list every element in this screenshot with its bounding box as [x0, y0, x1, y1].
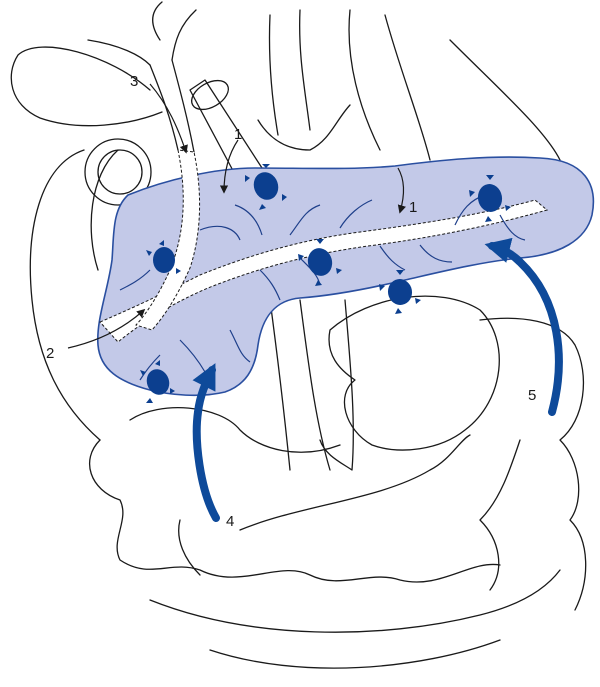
intestine-fold: [130, 408, 340, 453]
duodenum-outline: [30, 150, 100, 440]
left-organs: [349, 10, 430, 160]
kidney-outline: [329, 296, 499, 450]
intestine-lower-2: [179, 435, 470, 575]
intestine-right-inner: [480, 440, 520, 590]
blue-arrow-5: [492, 246, 559, 412]
label-2: 2: [46, 345, 54, 362]
portal-vein-opening: [187, 75, 234, 116]
common-bile-duct: [150, 60, 194, 152]
label-4: 4: [226, 513, 234, 530]
intestine-right: [480, 318, 586, 610]
label-5: 5: [528, 387, 536, 404]
gallbladder-outline: [11, 47, 162, 126]
vessel-arch: [258, 105, 350, 150]
label-1b: 1: [409, 199, 417, 216]
stomach-outline: [450, 40, 560, 160]
hepatic-duct: [88, 2, 196, 65]
duodenum-lumen-inner: [98, 150, 142, 194]
pancreas: [98, 150, 594, 403]
intestine-lower: [90, 440, 500, 582]
mesenteric-vessels: [270, 300, 353, 470]
colon-curve-2: [210, 640, 500, 668]
label-1a: 1: [234, 126, 242, 143]
aorta-left: [269, 10, 310, 135]
label-3: 3: [130, 73, 138, 90]
